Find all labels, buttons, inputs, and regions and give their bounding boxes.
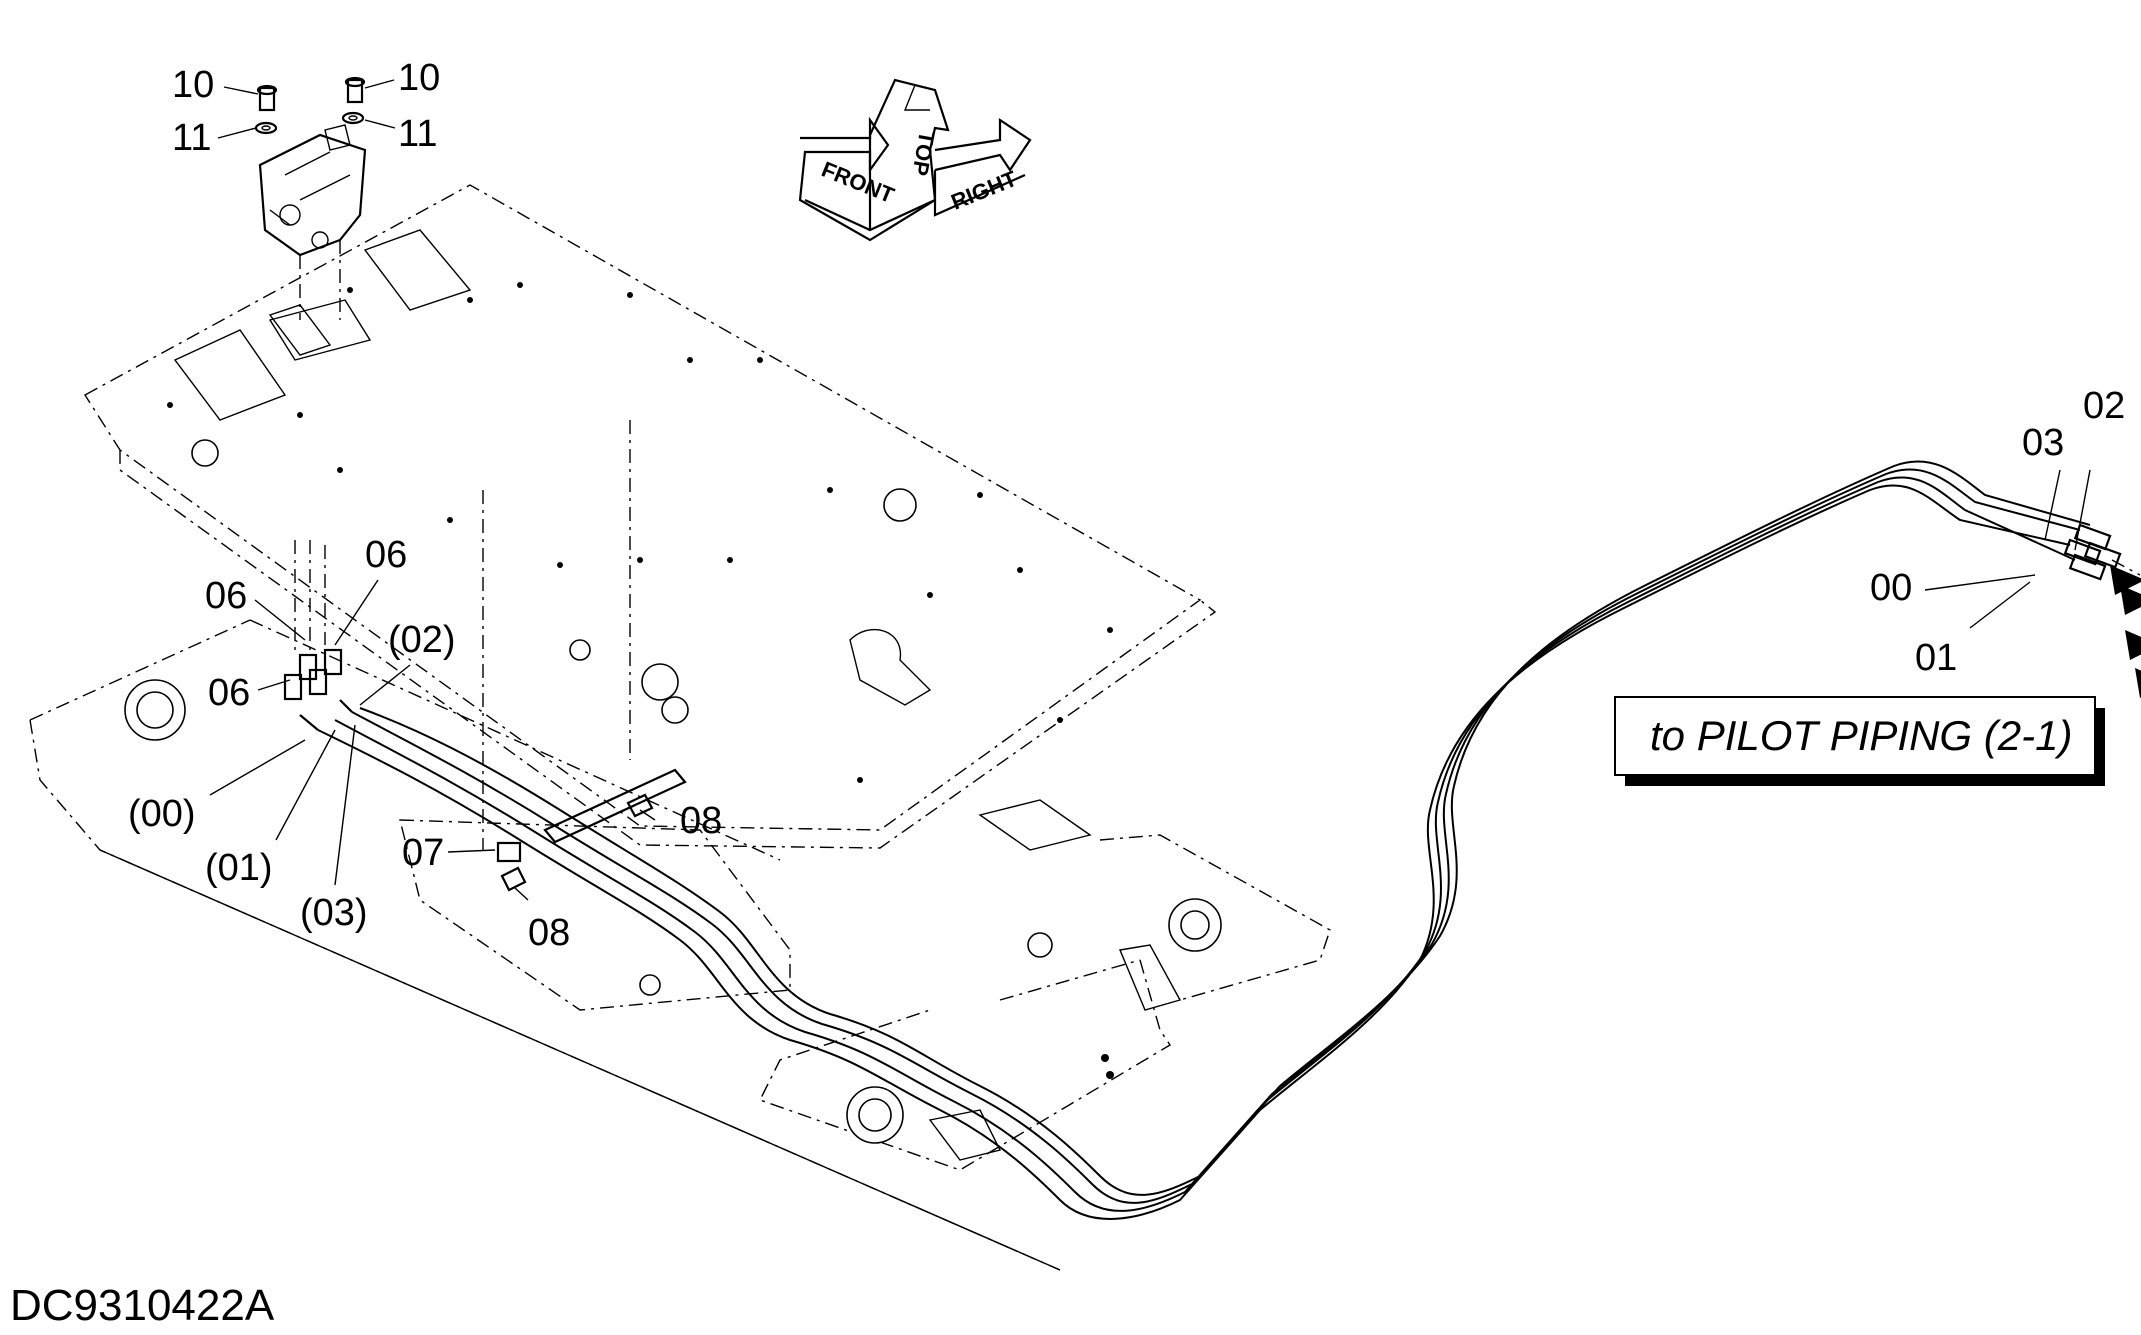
callout-07-clamp: 07 [402,832,444,874]
pilot-valve [258,124,372,361]
callout-11-right: 11 [398,113,437,155]
hose-ends [2063,523,2122,581]
orientation-symbol [798,78,1032,242]
callout-01-hose: (01) [205,847,273,889]
callout-10-right: 10 [398,57,440,99]
orientation-right: RIGHT [948,166,1021,215]
callout-02-hose: (02) [388,619,456,661]
callout-00-end: 00 [1870,567,1912,609]
drawing-id: DC9310422A [10,1281,275,1330]
callout-02-end: 02 [2083,385,2125,427]
callout-11-left: 11 [172,117,211,159]
washer-11-left [254,121,278,135]
bolt-10-right [344,76,366,104]
callout-01-end: 01 [1915,637,1957,679]
callout-06-upper-right: 06 [365,534,407,576]
pilot-piping-label: to PILOT PIPING (2-1) [1650,712,2072,759]
callout-08-upper: 08 [680,800,722,842]
nut-08-b [500,866,527,892]
lower-frame [29,619,1331,1271]
callout-03-end: 03 [2022,422,2064,464]
callout-06-upper-left: 06 [205,575,247,617]
fitting-06-group [283,540,343,701]
clamp-07 [482,420,687,863]
callout-08-lower: 08 [528,912,570,954]
orientation-front: FRONT [818,156,898,208]
leader-lines [209,79,2091,901]
callout-00-hose: (00) [128,793,196,835]
bolt-10-left [256,84,278,112]
floor-plate [84,184,1217,851]
flow-arrows [2110,559,2141,698]
callout-10-left: 10 [172,64,214,106]
callout-06-lower: 06 [208,672,250,714]
nut-08-a [626,793,654,818]
pilot-hoses [299,460,2091,1220]
callout-03-hose: (03) [300,892,368,934]
washer-11-right [341,111,365,125]
pilot-piping-note: to PILOT PIPING (2-1) [1614,696,2105,786]
